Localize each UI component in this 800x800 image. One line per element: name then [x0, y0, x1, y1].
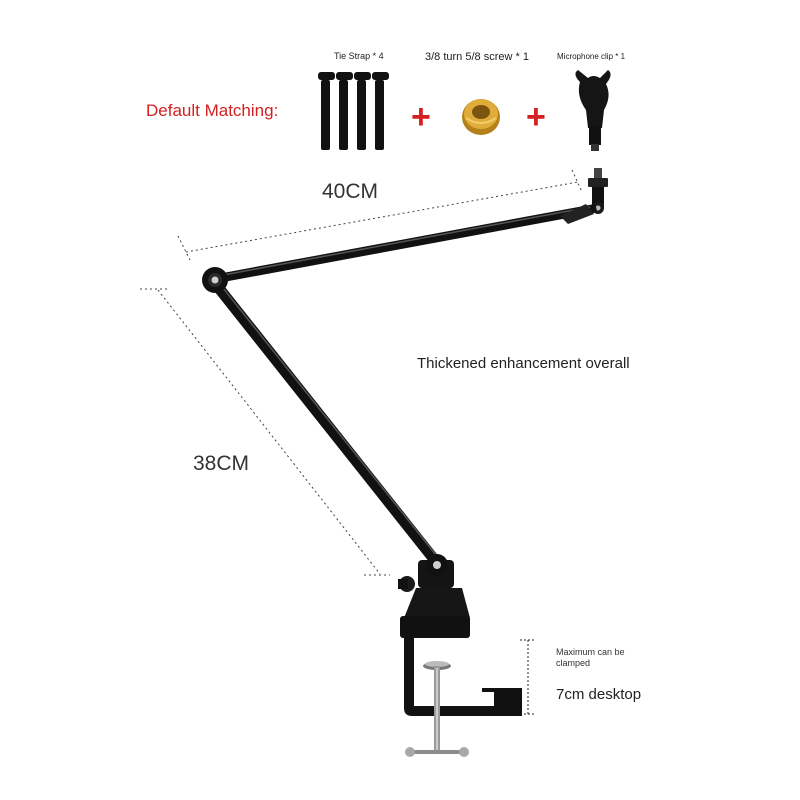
plus-sign-2: +: [526, 98, 546, 136]
mic-mount-thread: [588, 168, 608, 214]
elbow-joint: [202, 267, 228, 293]
screw-label: 3/8 turn 5/8 screw * 1: [425, 51, 529, 63]
microphone-clip-label: Microphone clip * 1: [557, 52, 626, 61]
thickened-note: Thickened enhancement overall: [417, 355, 630, 372]
clamp-desktop-note: 7cm desktop: [556, 686, 642, 703]
clamp-note-line2: clamped: [556, 658, 591, 668]
tie-strap-label: Tie Strap * 4: [334, 51, 384, 61]
upper-arm: [210, 204, 597, 284]
clamp-screw: [405, 661, 469, 757]
microphone-clip-icon: [575, 70, 611, 151]
desk-clamp: [400, 588, 522, 716]
lower-arm-length-label: 38CM: [193, 452, 250, 475]
clamp-note-line1: Maximum can be: [556, 647, 625, 657]
tie-strap-icon: [318, 72, 389, 150]
upper-arm-length-label: 40CM: [322, 180, 379, 203]
plus-sign-1: +: [411, 98, 431, 136]
clamp-dimension-bracket: [520, 639, 536, 715]
upper-arm-dimension-guide: [177, 169, 583, 261]
base-joint: [398, 554, 454, 592]
lower-arm-dimension-guide: [140, 288, 390, 576]
brass-screw-icon: [462, 99, 500, 135]
default-matching-label: Default Matching:: [146, 101, 279, 120]
lower-arm: [208, 276, 443, 569]
